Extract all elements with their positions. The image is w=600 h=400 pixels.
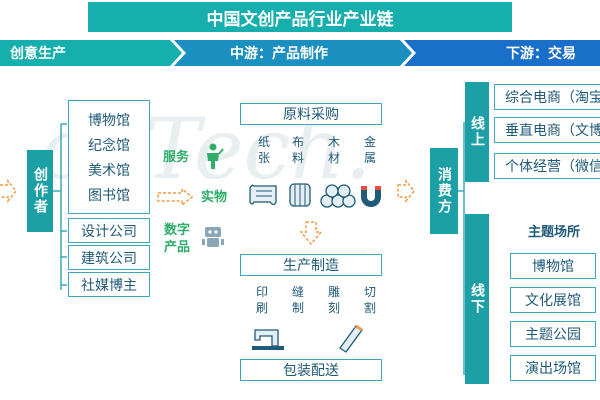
venue-group: 博物馆 纪念馆 美术馆 图书馆 bbox=[68, 100, 150, 214]
offline-venue-exhibition: 文化展馆 bbox=[510, 287, 596, 313]
online-box: 线上 bbox=[465, 82, 489, 182]
cutter-knife-icon bbox=[339, 324, 363, 353]
material-paper: 纸张 bbox=[257, 135, 270, 165]
venue-library: 图书馆 bbox=[88, 187, 130, 204]
process-printing: 印刷 bbox=[255, 285, 268, 315]
wood-logs-icon bbox=[320, 184, 356, 208]
arrow-icon-down-1 bbox=[299, 221, 323, 246]
creator-box: 创作者 bbox=[27, 150, 53, 232]
stage-band-upstream bbox=[0, 40, 182, 66]
offline-venue-theme-park: 主题公园 bbox=[510, 321, 596, 347]
process-sewing: 缝制 bbox=[291, 285, 304, 315]
creator-bracket bbox=[53, 123, 67, 290]
robot-icon bbox=[202, 227, 224, 247]
stage-downstream-label: 下游：交易 bbox=[506, 46, 576, 62]
consumer-bracket bbox=[458, 122, 465, 375]
form-digital: 数字产品 bbox=[163, 223, 190, 255]
offline-heading: 主题场所 bbox=[527, 225, 580, 240]
offline-box: 线下 bbox=[465, 214, 489, 384]
online-channel-comprehensive: 综合电商（淘宝 bbox=[494, 84, 600, 110]
material-metal: 金属 bbox=[363, 135, 376, 165]
material-cloth: 布料 bbox=[291, 135, 304, 165]
process-carving: 雕刻 bbox=[327, 285, 340, 315]
venue-memorial: 纪念馆 bbox=[88, 137, 130, 154]
paper-icon bbox=[249, 184, 277, 206]
online-channel-individual: 个体经营（微信 bbox=[494, 153, 600, 179]
venue-art-museum: 美术馆 bbox=[88, 162, 130, 179]
stage-band-midstream bbox=[174, 40, 412, 66]
stage-midstream-label: 中游：产品制作 bbox=[230, 46, 328, 62]
sewing-machine-icon bbox=[252, 329, 284, 350]
offline-venue-museum: 博物馆 bbox=[510, 253, 596, 279]
raw-materials-title: 原料采购 bbox=[240, 103, 382, 125]
creator-architecture-firm: 建筑公司 bbox=[68, 245, 150, 270]
arrow-icon-left-edge bbox=[0, 178, 17, 204]
stage-band-downstream bbox=[404, 40, 600, 66]
magnet-icon bbox=[361, 186, 381, 207]
consumer-box: 消费方 bbox=[430, 148, 458, 234]
arrow-icon-to-consumer bbox=[397, 178, 415, 204]
page-title: 中国文创产品行业产业链 bbox=[88, 2, 512, 32]
cloth-roll-icon bbox=[289, 183, 311, 207]
arrow-icon-to-physical bbox=[157, 187, 194, 207]
online-channel-vertical: 垂直电商（文博 bbox=[494, 117, 600, 143]
stage-upstream-label: 创意生产 bbox=[10, 46, 66, 62]
process-cutting: 切割 bbox=[363, 285, 376, 315]
venue-museum: 博物馆 bbox=[88, 112, 130, 129]
creator-design-firm: 设计公司 bbox=[68, 218, 150, 243]
material-wood: 木材 bbox=[327, 135, 340, 165]
form-physical: 实物 bbox=[200, 190, 227, 205]
packaging-title: 包装配送 bbox=[240, 359, 382, 381]
creator-social-blogger: 社媒博主 bbox=[68, 272, 150, 297]
offline-venue-theater: 演出场馆 bbox=[510, 355, 596, 381]
manufacturing-title: 生产制造 bbox=[240, 254, 382, 276]
form-service: 服务 bbox=[162, 150, 189, 165]
stage-band-shapes bbox=[0, 40, 600, 66]
person-icon bbox=[207, 143, 224, 169]
